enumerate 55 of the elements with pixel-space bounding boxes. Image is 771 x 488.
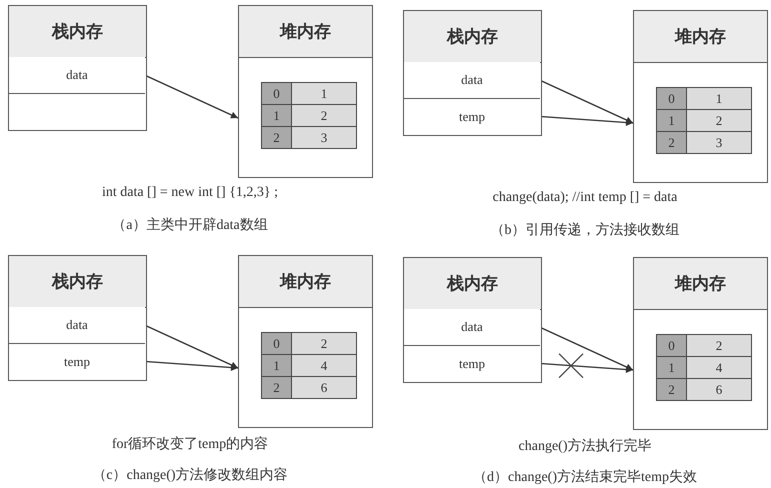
array-value-cell: 2 [686, 334, 752, 357]
memory-title: 栈内存 [404, 11, 541, 63]
array-value-cell: 1 [686, 87, 752, 110]
array-value-cell: 6 [686, 378, 752, 401]
heap-memory-box [238, 255, 373, 428]
heap-memory-box [633, 10, 768, 183]
array-index-cell: 1 [261, 354, 292, 377]
memory-title: 堆内存 [239, 6, 372, 58]
figure-caption: （a）主类中开辟data数组 [112, 216, 268, 234]
arrow [540, 116, 634, 126]
code-caption: change()方法执行完毕 [518, 437, 652, 455]
stack-memory-box [403, 257, 542, 383]
arrow [540, 326, 634, 371]
array-index-cell: 2 [261, 126, 292, 149]
array-value-cell: 4 [686, 356, 752, 379]
array-value-cell: 3 [291, 126, 357, 149]
array-index-cell: 0 [656, 87, 687, 110]
array-index-cell: 0 [261, 332, 292, 355]
arrow [540, 362, 634, 373]
stack-memory-box [8, 5, 147, 131]
memory-title: 栈内存 [9, 256, 146, 308]
array-index-cell: 1 [656, 109, 687, 132]
memory-title: 栈内存 [9, 6, 146, 58]
array-index-cell: 1 [656, 356, 687, 379]
stack-memory-box [403, 10, 542, 136]
memory-title: 堆内存 [239, 256, 372, 308]
arrow [145, 360, 238, 371]
array-index-cell: 2 [261, 376, 292, 399]
array-value-cell: 4 [291, 354, 357, 377]
arrow [145, 74, 238, 119]
stack-memory-box [8, 255, 147, 381]
array-index-cell: 0 [261, 82, 292, 105]
array-value-cell: 1 [291, 82, 357, 105]
array-value-cell: 2 [291, 104, 357, 127]
heap-memory-box [238, 5, 373, 178]
memory-title: 堆内存 [634, 258, 767, 310]
array-value-cell: 3 [686, 131, 752, 154]
array-index-cell: 0 [656, 334, 687, 357]
array-value-cell: 2 [686, 109, 752, 132]
figure-caption: （d）change()方法结束完毕temp失效 [473, 468, 697, 486]
array-index-cell: 2 [656, 378, 687, 401]
figure-caption: （b）引用传递，方法接收数组 [490, 221, 680, 239]
array-value-cell: 6 [291, 376, 357, 399]
memory-title: 栈内存 [404, 258, 541, 310]
figure-caption: （c）change()方法修改数组内容 [92, 466, 288, 484]
array-index-cell: 2 [656, 131, 687, 154]
heap-memory-box [633, 257, 768, 430]
arrow [145, 324, 238, 369]
arrow [540, 80, 634, 124]
memory-title: 堆内存 [634, 11, 767, 63]
code-caption: change(data); //int temp [] = data [492, 190, 678, 206]
array-index-cell: 1 [261, 104, 292, 127]
array-value-cell: 2 [291, 332, 357, 355]
code-caption: for循环改变了temp的内容 [112, 435, 268, 453]
code-caption: int data [] = new int [] {1,2,3} ; [102, 185, 278, 201]
